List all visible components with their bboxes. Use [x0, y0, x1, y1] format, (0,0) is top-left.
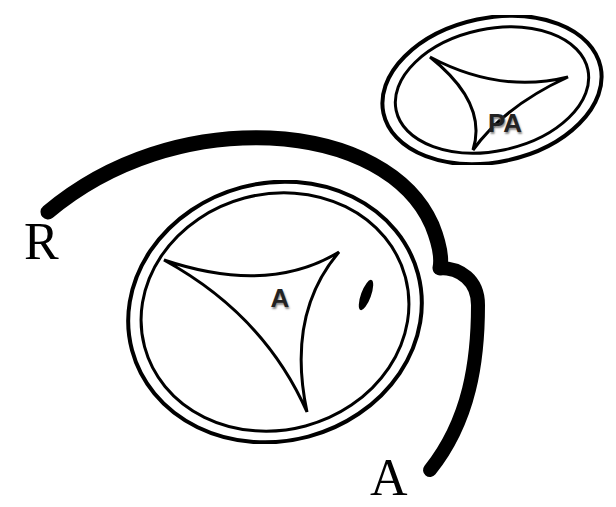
orientation-label: R [24, 216, 59, 268]
valve-outline [378, 15, 606, 165]
valve-outline [124, 180, 426, 444]
aortic-valve: A [124, 180, 426, 444]
orientation-label: A [370, 452, 408, 504]
valve-label: PA [488, 110, 522, 136]
valve-label: A [271, 285, 290, 311]
pulmonary-valve: PA [378, 15, 606, 165]
